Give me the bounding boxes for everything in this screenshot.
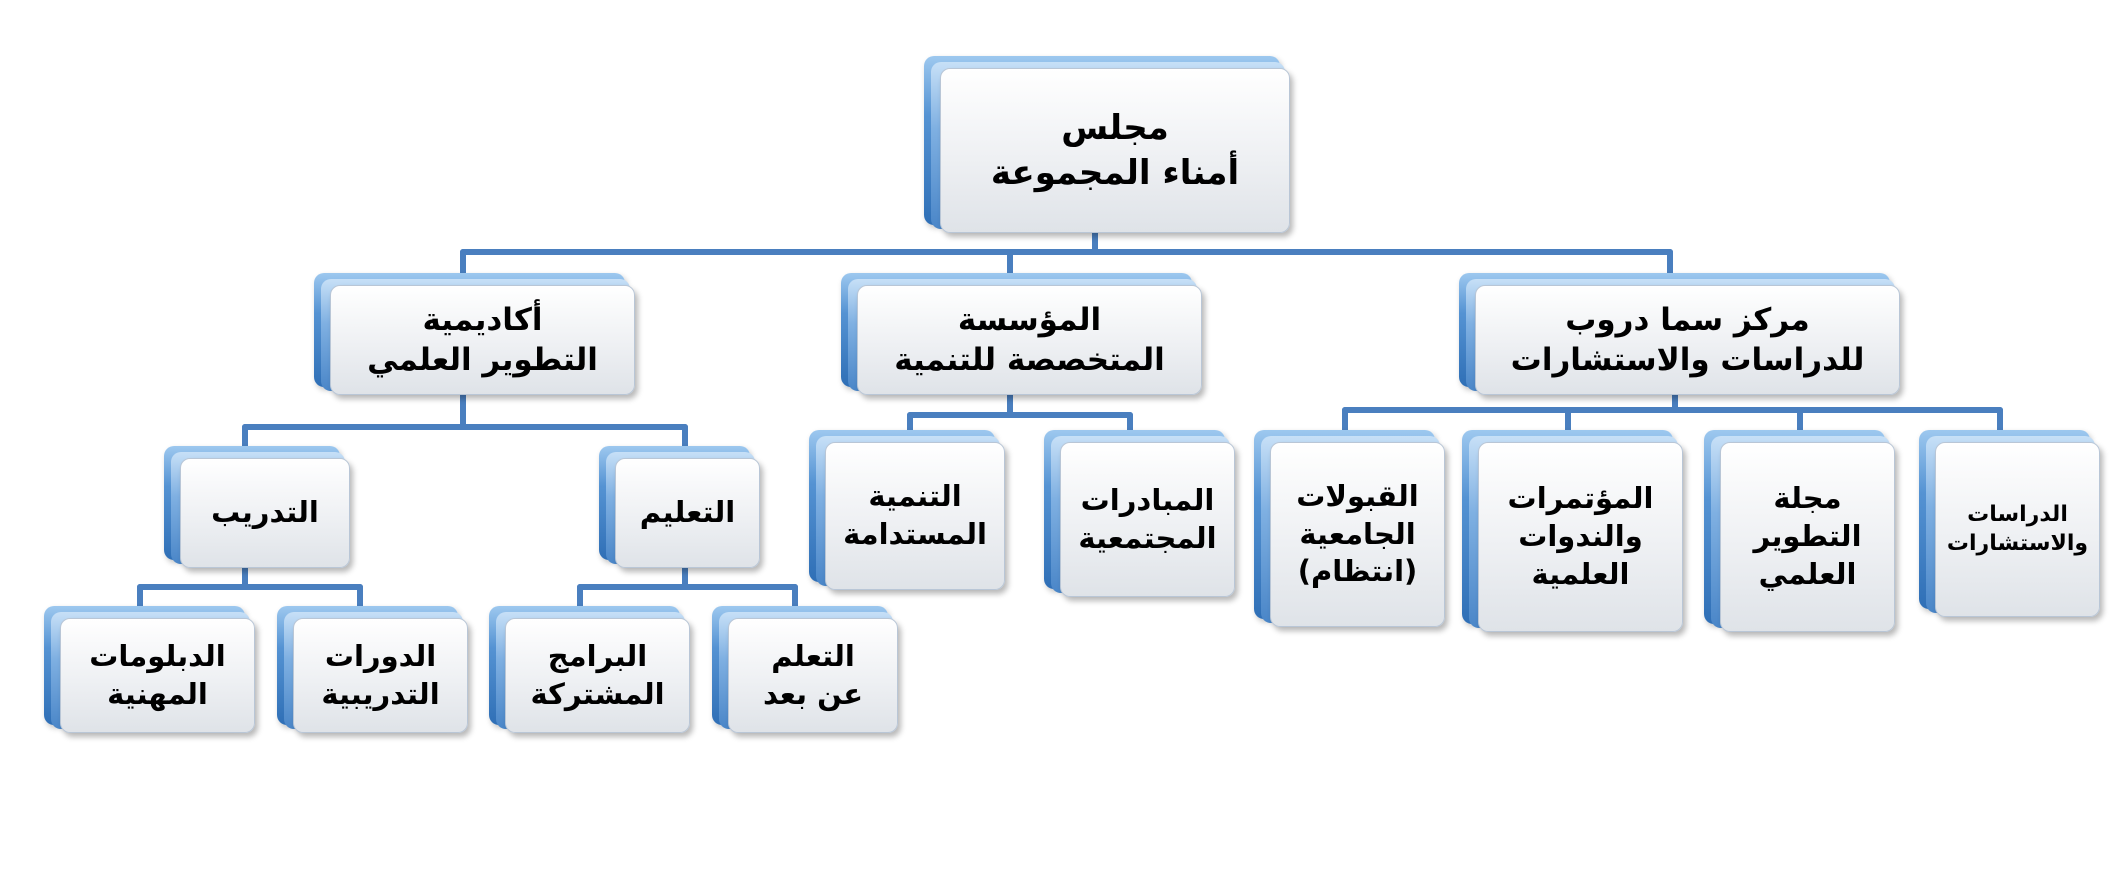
leaf-node-label: الدورات التدريبية [293, 618, 468, 733]
branch-node-label: المؤسسة المتخصصة للتنمية [857, 285, 1202, 395]
child-node-label: المبادرات المجتمعية [1060, 442, 1235, 597]
child-node-journal: مجلة التطوير العلمي [1704, 430, 1895, 632]
branch-node-label: أكاديمية التطوير العلمي [330, 285, 635, 395]
child-node-education: التعليم [599, 446, 760, 568]
child-node-label: التدريب [180, 458, 350, 568]
child-node-label: التعليم [615, 458, 760, 568]
child-node-label: مجلة التطوير العلمي [1720, 442, 1895, 632]
branch-node-research-center: مركز سما دروب للدراسات والاستشارات [1459, 273, 1900, 395]
leaf-node-training-courses: الدورات التدريبية [277, 606, 468, 733]
branch-node-foundation: المؤسسة المتخصصة للتنمية [841, 273, 1202, 395]
branch-node-academy: أكاديمية التطوير العلمي [314, 273, 635, 395]
leaf-node-label: الدبلومات المهنية [60, 618, 255, 733]
leaf-node-joint-programs: البرامج المشتركة [489, 606, 690, 733]
leaf-node-professional-diplomas: الدبلومات المهنية [44, 606, 255, 733]
leaf-node-distance-learning: التعلم عن بعد [712, 606, 898, 733]
child-node-initiatives: المبادرات المجتمعية [1044, 430, 1235, 597]
branch-node-label: مركز سما دروب للدراسات والاستشارات [1475, 285, 1900, 395]
child-node-label: القبولات الجامعية (انتظام) [1270, 442, 1445, 627]
child-node-admissions: القبولات الجامعية (انتظام) [1254, 430, 1445, 627]
root-node: مجلس أمناء المجموعة [924, 56, 1290, 233]
child-node-label: المؤتمرات والندوات العلمية [1478, 442, 1683, 632]
child-node-label: التنمية المستدامة [825, 442, 1005, 590]
leaf-node-label: البرامج المشتركة [505, 618, 690, 733]
leaf-node-label: التعلم عن بعد [728, 618, 898, 733]
child-node-studies: الدراسات والاستشارات [1919, 430, 2100, 617]
root-node-label: مجلس أمناء المجموعة [940, 68, 1290, 233]
child-node-label: الدراسات والاستشارات [1935, 442, 2100, 617]
child-node-conferences: المؤتمرات والندوات العلمية [1462, 430, 1683, 632]
child-node-sustainable-development: التنمية المستدامة [809, 430, 1005, 590]
child-node-training: التدريب [164, 446, 350, 568]
